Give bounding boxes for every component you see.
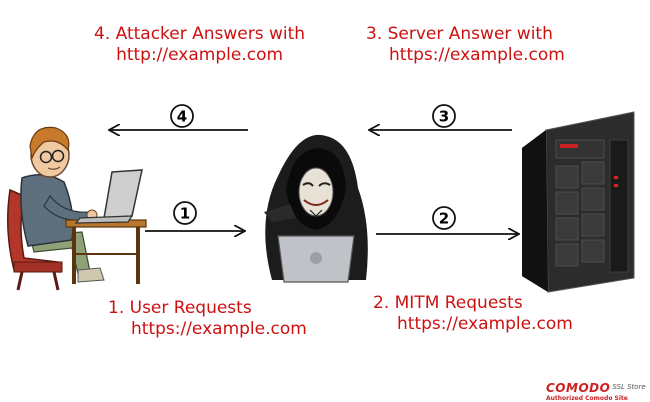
svg-text:3: 3 [439,108,449,126]
svg-text:1: 1 [180,205,190,223]
step-1-label-line1: 1. User Requests [108,298,252,318]
brand-name: COMODO [546,381,611,395]
step-3-label-line2: https://example.com [389,45,565,65]
step-2-label: 2. MITM Requests https://example.com [373,293,573,335]
hacker-icon [264,134,368,283]
step-4-label: 4. Attacker Answers with http://example.… [94,24,305,66]
step-badge-1: 1 [173,201,197,225]
step-4-label-line2: http://example.com [116,45,284,65]
step-1-label-line2: https://example.com [131,319,307,339]
user-at-laptop-icon [7,126,147,291]
step-2-label-line1: 2. MITM Requests [373,293,523,313]
step-4-label-line1: 4. Attacker Answers with [94,24,306,44]
step-3-label-line1: 3. Server Answer with [366,24,553,44]
step-badge-2: 2 [432,206,456,230]
server-tower-icon [522,111,635,293]
step-badge-4: 4 [170,104,194,128]
step-3-label: 3. Server Answer with https://example.co… [366,24,565,66]
step-1-label: 1. User Requests https://example.com [108,298,307,340]
brand-subtitle: Authorized Comodo Site [546,395,628,402]
step-2-label-line2: https://example.com [397,314,573,334]
brand-suffix: SSL Store [612,383,646,391]
svg-text:2: 2 [439,210,449,228]
svg-text:4: 4 [177,108,187,126]
step-badge-3: 3 [432,104,456,128]
